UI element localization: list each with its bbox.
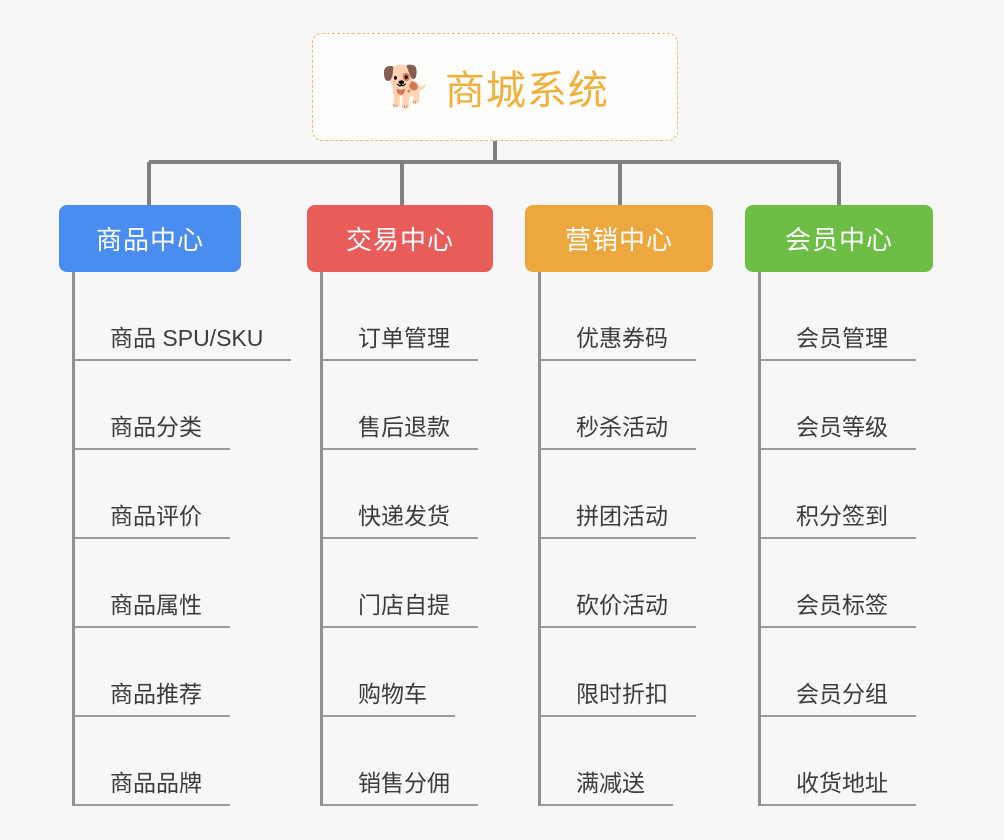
leaf-item-label: 商品推荐 — [110, 681, 202, 707]
leaf-item-label: 商品品牌 — [110, 770, 202, 796]
leaf-item-label: 门店自提 — [358, 592, 450, 618]
leaf-item[interactable]: 会员等级 — [761, 361, 916, 450]
leaf-item-label: 商品分类 — [110, 414, 202, 440]
category-box-1[interactable]: 商品中心 — [59, 205, 241, 272]
connector-drop-3 — [618, 162, 622, 206]
leaf-item-label: 限时折扣 — [576, 681, 668, 707]
leaf-item-label: 会员标签 — [796, 592, 888, 618]
leaf-item[interactable]: 快递发货 — [323, 450, 478, 539]
category-label: 交易中心 — [345, 225, 454, 255]
leaf-item[interactable]: 商品属性 — [75, 539, 230, 628]
leaf-item-label: 购物车 — [358, 681, 427, 707]
connector-spine-3 — [538, 272, 541, 806]
root-title: 商城系统 — [444, 69, 609, 113]
leaf-item[interactable]: 商品推荐 — [75, 628, 230, 717]
connector-drop-1 — [147, 162, 151, 206]
leaf-item[interactable]: 门店自提 — [323, 539, 478, 628]
leaf-item[interactable]: 会员管理 — [761, 272, 916, 361]
shiba-dog-face-icon: 🐕 — [381, 65, 431, 109]
leaf-item[interactable]: 商品 SPU/SKU — [75, 272, 292, 361]
connector-root-stem — [493, 141, 497, 163]
leaf-item[interactable]: 拼团活动 — [541, 450, 696, 539]
leaf-item-label: 商品属性 — [110, 592, 202, 618]
connector-drop-2 — [400, 162, 404, 206]
connector-horizontal-bus — [149, 160, 839, 164]
leaf-item[interactable]: 收货地址 — [761, 717, 916, 806]
connector-spine-4 — [758, 272, 761, 806]
leaf-item[interactable]: 砍价活动 — [541, 539, 696, 628]
leaf-item-label: 优惠券码 — [576, 325, 668, 351]
leaf-item[interactable]: 商品评价 — [75, 450, 230, 539]
leaf-item-label: 会员管理 — [796, 325, 888, 351]
leaf-item-label: 订单管理 — [358, 325, 450, 351]
connector-drop-4 — [837, 162, 841, 206]
leaf-item[interactable]: 售后退款 — [323, 361, 478, 450]
leaf-item-label: 积分签到 — [796, 503, 888, 529]
leaf-item[interactable]: 优惠券码 — [541, 272, 696, 361]
leaf-item[interactable]: 积分签到 — [761, 450, 916, 539]
leaf-item-label: 收货地址 — [796, 770, 888, 796]
root-node[interactable]: 🐕 商城系统 — [312, 33, 678, 141]
category-box-4[interactable]: 会员中心 — [745, 205, 933, 272]
leaf-item-label: 秒杀活动 — [576, 414, 668, 440]
leaf-item[interactable]: 购物车 — [323, 628, 455, 717]
leaf-item[interactable]: 会员标签 — [761, 539, 916, 628]
leaf-item-label: 商品评价 — [110, 503, 202, 529]
leaf-item-label: 销售分佣 — [358, 770, 450, 796]
leaf-item-label: 拼团活动 — [576, 503, 668, 529]
category-box-2[interactable]: 交易中心 — [307, 205, 493, 272]
category-box-3[interactable]: 营销中心 — [525, 205, 713, 272]
category-label: 营销中心 — [564, 225, 673, 255]
leaf-item[interactable]: 商品分类 — [75, 361, 230, 450]
leaf-item-label: 售后退款 — [358, 414, 450, 440]
connector-spine-2 — [320, 272, 323, 806]
leaf-item-label: 会员等级 — [796, 414, 888, 440]
leaf-item-label: 满减送 — [576, 770, 645, 796]
leaf-item-label: 快递发货 — [358, 503, 450, 529]
leaf-item[interactable]: 销售分佣 — [323, 717, 478, 806]
leaf-item-label: 商品 SPU/SKU — [110, 325, 264, 351]
leaf-item[interactable]: 满减送 — [541, 717, 673, 806]
leaf-item[interactable]: 秒杀活动 — [541, 361, 696, 450]
leaf-item[interactable]: 限时折扣 — [541, 628, 696, 717]
category-label: 会员中心 — [784, 225, 893, 255]
leaf-item[interactable]: 商品品牌 — [75, 717, 230, 806]
category-label: 商品中心 — [95, 225, 204, 255]
leaf-item[interactable]: 会员分组 — [761, 628, 916, 717]
leaf-item-label: 砍价活动 — [576, 592, 668, 618]
connector-spine-1 — [72, 272, 75, 806]
leaf-item-label: 会员分组 — [796, 681, 888, 707]
leaf-item[interactable]: 订单管理 — [323, 272, 478, 361]
